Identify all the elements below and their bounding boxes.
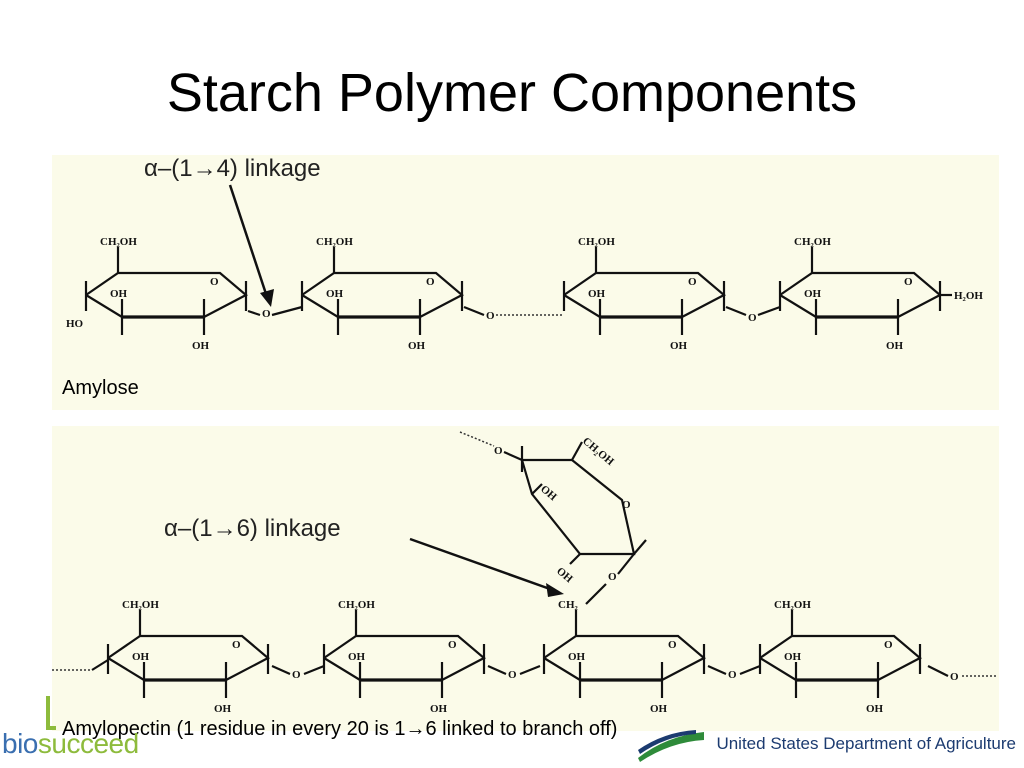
svg-text:O: O: [494, 445, 503, 457]
ring-oxygen-label: O: [426, 276, 435, 288]
oh-label: OH: [866, 703, 884, 715]
biosucceed-logo: biosucceed: [2, 728, 139, 759]
oh-label: OH: [568, 651, 586, 663]
ch2oh-label: CH₂OH: [122, 599, 159, 611]
glucose-ring: CH₂OH O OH OH: [84, 236, 248, 352]
ch2oh-label: CH₂OH: [100, 236, 137, 248]
branch-glucose-ring: O CH₂OH O OH OH O: [459, 431, 647, 605]
ch2oh-label: CH₂OH: [338, 599, 375, 611]
oh-label: OH: [192, 340, 210, 352]
svg-text:CH₂OH: CH₂OH: [580, 435, 616, 468]
ch2oh-label: CH₂OH: [794, 236, 831, 248]
linkage-arrow: [409, 537, 551, 591]
ring-oxygen-label: O: [668, 639, 677, 651]
ring-oxygen-label: O: [448, 639, 457, 651]
oh-label: OH: [326, 288, 344, 300]
glucose-ring: CH₂OH O OH OH: [106, 599, 270, 715]
glucose-ring: CH₂ O OH OH: [542, 599, 706, 715]
linkage-arrowhead: [260, 289, 274, 307]
oh-label: OH: [348, 651, 366, 663]
alpha-1-4-linkage-label: α–(1→4) linkage: [144, 155, 321, 182]
oh-label: OH: [650, 703, 668, 715]
ch2oh-label: CH₂OH: [774, 599, 811, 611]
ch2oh-label: CH₂: [558, 599, 579, 611]
glucose-ring: CH₂OH O OH OH: [562, 236, 726, 352]
amylopectin-caption: Amylopectin (1 residue in every 20 is 1→…: [62, 718, 618, 740]
ring-oxygen-label: O: [688, 276, 697, 288]
ch2oh-label: CH₂OH: [578, 236, 615, 248]
svg-text:OH: OH: [554, 565, 575, 585]
h2oh-label: H₂OH: [954, 290, 983, 302]
ring-oxygen-label: O: [232, 639, 241, 651]
glycosidic-oxygen-label: O: [486, 310, 495, 322]
ring-oxygen-label: O: [904, 276, 913, 288]
ring-oxygen-label: O: [884, 639, 893, 651]
oh-label: OH: [132, 651, 150, 663]
ring-oxygen-label: O: [210, 276, 219, 288]
glycosidic-oxygen-label: O: [292, 669, 301, 681]
slide-title: Starch Polymer Components: [166, 63, 858, 123]
oh-label: OH: [110, 288, 128, 300]
glycosidic-oxygen-label: O: [262, 308, 271, 320]
svg-text:O: O: [608, 571, 617, 583]
linkage-arrowhead: [546, 583, 564, 597]
glycosidic-oxygen-label: O: [728, 669, 737, 681]
glucose-ring: CH₂OH O OH OH: [322, 599, 486, 715]
alpha-1-6-linkage-label: α–(1→6) linkage: [164, 515, 341, 542]
glycosidic-oxygen-label: O: [748, 312, 757, 324]
glucose-ring: CH₂OH O OH OH: [758, 599, 922, 715]
oh-label: OH: [214, 703, 232, 715]
oh-label: OH: [886, 340, 904, 352]
glycosidic-oxygen-label: O: [950, 671, 959, 683]
glucose-ring: CH₂OH O OH OH: [300, 236, 464, 352]
oh-label: OH: [670, 340, 688, 352]
glucose-ring: CH₂OH O OH OH: [778, 236, 942, 352]
amylopectin-structure: α–(1→6) linkage O CH₂OH O OH OH O CH₂OHO…: [52, 431, 998, 715]
usda-agency-name: United States Department of Agriculture: [716, 734, 1016, 753]
svg-text:O: O: [622, 499, 631, 511]
linkage-arrow: [228, 184, 270, 301]
ch2oh-label: CH₂OH: [316, 236, 353, 248]
oh-label: OH: [430, 703, 448, 715]
usda-logo-icon: [638, 730, 704, 762]
oh-label: OH: [804, 288, 822, 300]
glycosidic-oxygen-label: O: [508, 669, 517, 681]
biosucceed-leaf-icon: [46, 696, 56, 730]
ho-label: HO: [66, 318, 84, 330]
oh-label: OH: [784, 651, 802, 663]
oh-label: OH: [588, 288, 606, 300]
oh-label: OH: [408, 340, 426, 352]
amylose-caption: Amylose: [62, 377, 139, 399]
amylose-structure: α–(1→4) linkage CH₂OHOOHOHCH₂OHOOHOHCH₂O…: [66, 155, 983, 352]
